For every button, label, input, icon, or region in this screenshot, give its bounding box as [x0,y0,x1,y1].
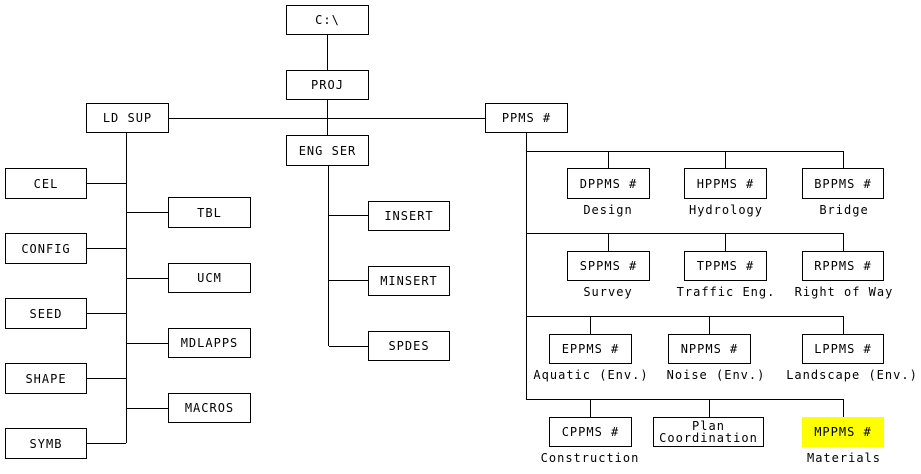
node-label: MDLAPPS [180,336,239,350]
node-minsert[interactable]: MINSERT [368,266,450,296]
node-label: CEL [33,176,59,191]
node-label: TPPMS # [696,259,755,273]
node-rppms[interactable]: RPPMS # [802,251,884,281]
node-label: PPMS # [501,111,552,125]
node-label: SPDES [388,339,430,353]
node-seed[interactable]: SEED [5,298,87,329]
node-sppms[interactable]: SPPMS # [567,251,650,281]
node-label: UCM [197,271,222,285]
node-spdes[interactable]: SPDES [368,331,450,361]
node-label: MACROS [184,401,235,415]
node-plan-coordination[interactable]: Plan Coordination [653,417,764,447]
node-label: TBL [197,205,222,220]
node-label: LD SUP [102,111,153,125]
node-mppms[interactable]: MPPMS # [802,417,884,447]
node-caption-noise: Noise (Env.) [666,368,766,382]
node-bppms[interactable]: BPPMS # [802,168,884,199]
node-ld-sup[interactable]: LD SUP [86,103,169,133]
node-root[interactable]: C:\ [286,5,369,35]
node-symb[interactable]: SYMB [5,428,87,459]
node-label-line2: Coordination [659,431,758,445]
node-hppms[interactable]: HPPMS # [684,168,767,199]
node-mdlapps[interactable]: MDLAPPS [168,328,251,358]
node-config[interactable]: CONFIG [5,233,87,264]
node-label: LPPMS # [814,342,872,356]
node-caption-bridge: Bridge [819,203,869,217]
node-macros[interactable]: MACROS [168,393,251,423]
node-label: HPPMS # [696,176,755,191]
node-tbl[interactable]: TBL [168,197,251,228]
node-label: ENG SER [298,143,357,158]
node-label: NPPMS # [680,342,739,356]
node-label: RPPMS # [814,259,872,273]
node-eppms[interactable]: EPPMS # [549,334,632,364]
node-label: SPPMS # [579,259,638,273]
node-caption-aquatic: Aquatic (Env.) [533,368,649,382]
node-label: SHAPE [25,371,67,386]
node-label: CONFIG [21,241,71,256]
node-label-line1: Plan [692,419,725,433]
node-caption-construction: Construction [540,451,640,465]
node-cel[interactable]: CEL [5,168,87,199]
node-caption-right-of-way: Right of Way [794,285,894,299]
node-label: SYMB [29,436,63,451]
node-label: PROJ [311,78,344,92]
node-ucm[interactable]: UCM [168,263,251,293]
node-label: DPPMS # [579,176,638,191]
node-caption-traffic: Traffic Eng. [676,285,776,299]
node-caption-hydrology: Hydrology [688,203,764,217]
node-caption-materials: Materials [806,451,882,465]
node-nppms[interactable]: NPPMS # [668,334,751,364]
node-label: BPPMS # [814,176,872,191]
node-caption-design: Design [583,203,633,217]
node-label: EPPMS # [561,342,620,356]
node-label: MPPMS # [814,425,872,439]
node-tppms[interactable]: TPPMS # [684,251,767,281]
node-eng-ser[interactable]: ENG SER [286,135,369,166]
node-ppms[interactable]: PPMS # [485,103,568,133]
node-label: C:\ [315,13,340,27]
node-label: MINSERT [380,274,438,288]
node-shape[interactable]: SHAPE [5,363,87,394]
node-cppms[interactable]: CPPMS # [549,417,632,447]
node-caption-landscape: Landscape (Env.) [786,368,918,382]
node-label: SEED [29,306,63,321]
node-dppms[interactable]: DPPMS # [567,168,650,199]
node-proj[interactable]: PROJ [286,70,369,100]
node-label: CPPMS # [561,425,620,439]
node-caption-survey: Survey [583,285,633,299]
node-lppms[interactable]: LPPMS # [802,334,884,364]
node-insert[interactable]: INSERT [368,201,450,231]
node-label: INSERT [384,209,434,223]
